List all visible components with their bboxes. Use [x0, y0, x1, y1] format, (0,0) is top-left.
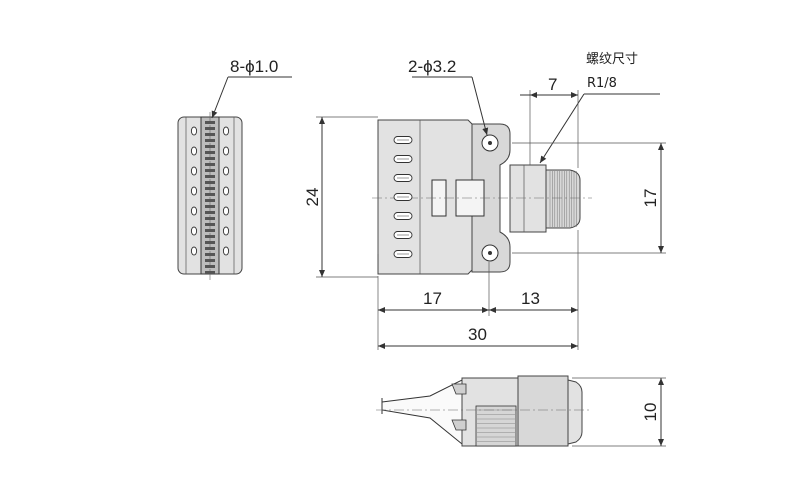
strip-tooth: [205, 241, 215, 244]
holes-mount-label: 2-ϕ3.2: [408, 57, 456, 76]
dim-30: 30: [378, 325, 578, 349]
strip-tooth: [205, 199, 215, 202]
holes-left-callout: 8-ϕ1.0: [211, 57, 292, 119]
strip-tooth: [205, 229, 215, 232]
strip-tooth: [205, 127, 215, 130]
hole-mark: [222, 146, 230, 156]
dim-17-bottom-label: 17: [423, 289, 442, 308]
hole-mark: [222, 226, 230, 236]
thread-callout: 螺纹尺寸 R1/8: [539, 52, 660, 164]
hole-mark: [222, 246, 230, 256]
hole-mark: [222, 186, 230, 196]
thread-title: 螺纹尺寸: [586, 52, 638, 67]
dim-7-label: 7: [548, 75, 557, 94]
hole-mark: [190, 186, 198, 196]
dim-17-right: 17: [512, 142, 666, 254]
strip-tooth: [205, 235, 215, 238]
strip-tooth: [205, 265, 215, 268]
hole-mark: [190, 226, 198, 236]
hole-mark: [190, 146, 198, 156]
dim-17-13: 17 13: [377, 230, 579, 350]
dim-10: 10: [572, 377, 666, 447]
front-view: [372, 119, 592, 275]
hole-mark: [190, 166, 198, 176]
holes-mount-callout: 2-ϕ3.2: [408, 57, 489, 136]
strip-tooth: [205, 187, 215, 190]
dim-17-right-label: 17: [641, 189, 660, 208]
strip-tooth: [205, 133, 215, 136]
hole-mark: [190, 246, 198, 256]
hole-mark: [222, 206, 230, 216]
dim-10-label: 10: [641, 403, 660, 422]
strip-tooth: [205, 247, 215, 250]
dim-13-label: 13: [521, 289, 540, 308]
hole-mark: [222, 126, 230, 136]
strip-tooth: [205, 217, 215, 220]
strip-tooth: [205, 259, 215, 262]
strip-tooth: [205, 157, 215, 160]
strip-tooth: [205, 253, 215, 256]
hole-mark: [190, 206, 198, 216]
strip-tooth: [205, 271, 215, 274]
dim-24: 24: [303, 116, 378, 278]
side-view: [376, 375, 592, 447]
strip-tooth: [205, 151, 215, 154]
strip-tooth: [205, 181, 215, 184]
strip-tooth: [205, 223, 215, 226]
strip-tooth: [205, 163, 215, 166]
thread-spec: R1/8: [587, 76, 617, 91]
strip-tooth: [205, 193, 215, 196]
strip-tooth: [205, 211, 215, 214]
strip-tooth: [205, 139, 215, 142]
strip-tooth: [205, 145, 215, 148]
strip-tooth: [205, 169, 215, 172]
dim-7: 7: [520, 75, 579, 168]
end-view: [177, 112, 243, 280]
strip-tooth: [205, 205, 215, 208]
hole-mark: [222, 166, 230, 176]
strip-tooth: [205, 175, 215, 178]
dim-24-label: 24: [303, 188, 322, 207]
hole-mark: [190, 126, 198, 136]
dim-30-label: 30: [468, 325, 487, 344]
holes-left-label: 8-ϕ1.0: [230, 57, 278, 76]
strip-tooth: [205, 121, 215, 124]
